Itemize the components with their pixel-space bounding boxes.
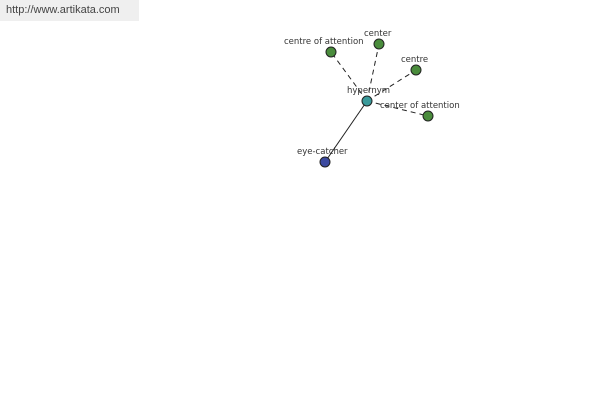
node-center[interactable]: [361, 95, 373, 107]
label-center: center: [364, 29, 392, 39]
edge-centre: [366, 69, 417, 102]
graph-edges: [324, 43, 429, 163]
edge-center-of-attention: [366, 100, 429, 117]
edge-centre-of-attention: [330, 51, 368, 102]
node-centre-of-attention[interactable]: [325, 46, 337, 58]
node-eye-catcher[interactable]: [319, 156, 331, 168]
label-center: hypernym: [347, 86, 390, 96]
source-url[interactable]: http://www.artikata.com: [0, 0, 139, 21]
edge-eye-catcher: [324, 100, 368, 163]
label-centre-of-attention: centre of attention: [284, 37, 364, 47]
node-center-of-attention[interactable]: [422, 110, 434, 122]
label-eye-catcher: eye-catcher: [297, 147, 348, 157]
node-center[interactable]: [373, 38, 385, 50]
label-center-of-attention: center of attention: [380, 101, 460, 111]
edge-center: [366, 43, 380, 102]
node-centre[interactable]: [410, 64, 422, 76]
graph-nodes: [319, 38, 434, 168]
label-centre: centre: [401, 55, 428, 65]
